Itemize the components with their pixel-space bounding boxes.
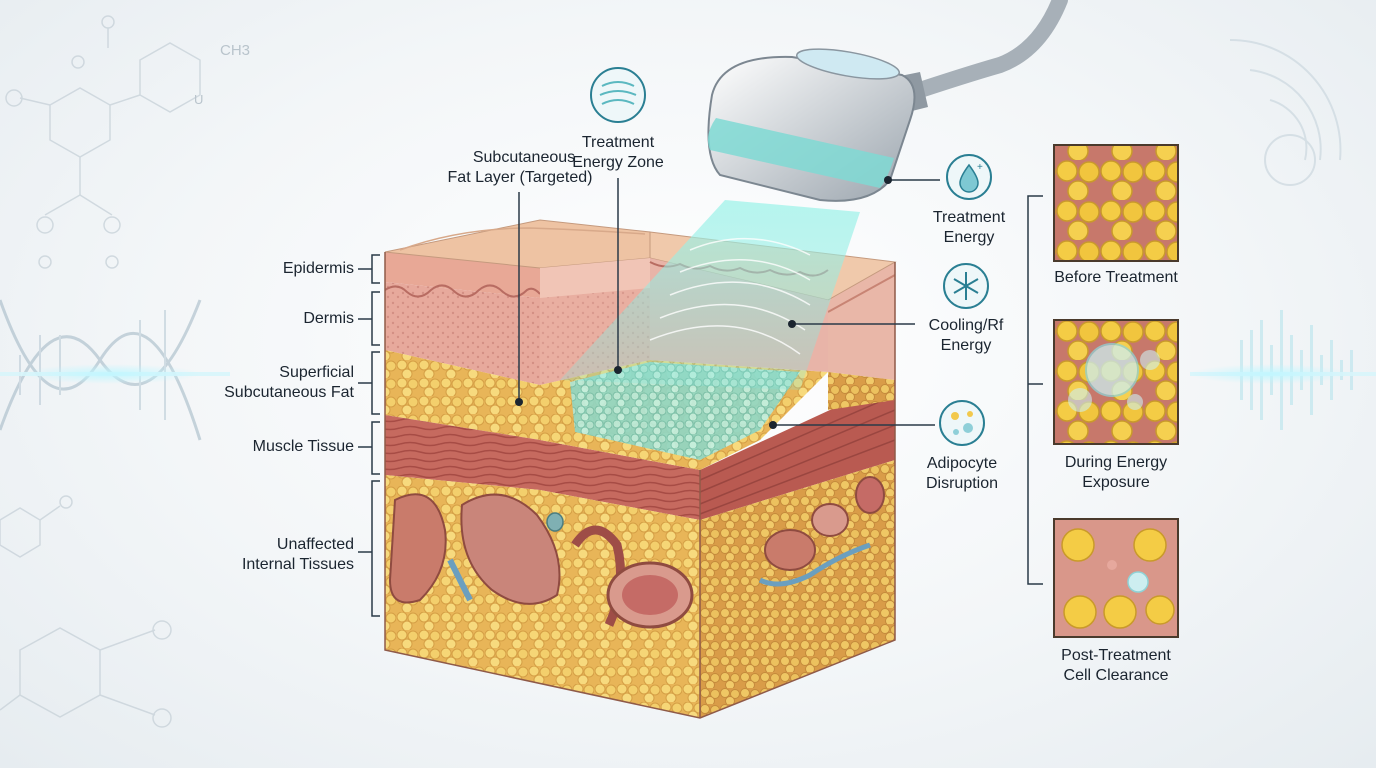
energy-zone-icon: [590, 67, 646, 123]
side-face: [699, 262, 896, 718]
svg-text:+: +: [977, 162, 983, 173]
device-cable: [897, 0, 1068, 103]
energy-beam: [560, 200, 860, 390]
right-callout-lines: [773, 179, 940, 426]
snowflake-icon: [943, 263, 989, 309]
panel-during-energy: [1053, 319, 1179, 445]
treatment-energy-droplet-icon: +: [946, 154, 992, 200]
organ-kidney: [388, 493, 447, 604]
organ-stomach: [460, 493, 561, 605]
energy-waves: [649, 237, 811, 355]
caption-before-treatment: Before Treatment: [1054, 269, 1178, 286]
front-face: [384, 252, 700, 718]
panel-before-treatment: [1053, 144, 1179, 262]
left-callout-brackets: [358, 254, 380, 617]
molecule-decoration: [0, 15, 201, 728]
panel-bracket: [1027, 195, 1043, 585]
tissue-block: [384, 219, 897, 719]
label-epidermis: Epidermis: [282, 260, 354, 277]
label-dermis: Dermis: [303, 310, 354, 327]
label-muscle-tissue: Muscle Tissue: [252, 438, 354, 455]
molecule-u-text: U: [194, 92, 203, 107]
top-callout-lines: [518, 178, 619, 400]
molecule-ch3-text: CH3: [220, 42, 250, 59]
treatment-device: [707, 0, 1068, 202]
tech-arcs-decoration: [1229, 38, 1342, 186]
adipocyte-icon: [939, 400, 985, 446]
panel-post-treatment: [1053, 518, 1179, 638]
